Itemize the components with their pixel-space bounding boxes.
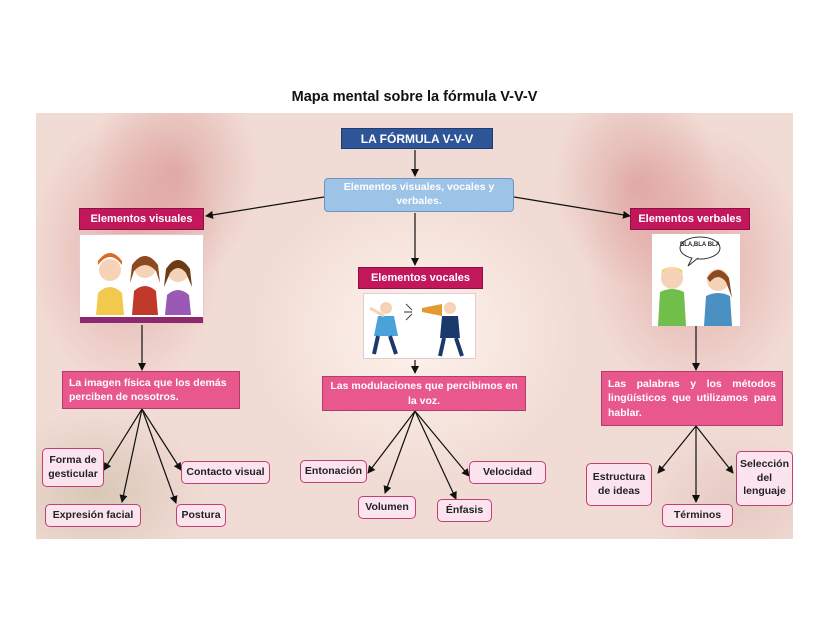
arrow-vocal-velocidad xyxy=(414,410,470,477)
verbal-item-seleccion-del-lenguaje: Selección del lenguaje xyxy=(736,451,793,506)
vocal-item-velocidad: Velocidad xyxy=(469,461,546,484)
megaphone-shouting-icon xyxy=(364,294,475,358)
vocal-illustration xyxy=(363,293,476,359)
summary-node: Elementos visuales, vocales y verbales. xyxy=(324,178,514,212)
visual-title-node: Elementos visuales xyxy=(79,208,204,230)
arrow-visual-contacto xyxy=(141,408,182,471)
arrow-verbal-estructura xyxy=(657,425,697,474)
vocal-item-volumen: Volumen xyxy=(358,496,416,519)
arrow-visual-postura xyxy=(141,408,178,504)
arrow-vocal-volumen xyxy=(383,410,416,494)
verbal-illustration: BLA,BLA BLA xyxy=(652,234,740,326)
verbal-description-node: Las palabras y los métodos lingüísticos … xyxy=(601,371,783,426)
arrow-vocal-entonacion xyxy=(367,410,416,474)
gesturing-people-icon xyxy=(80,235,203,323)
page-title: Mapa mental sobre la fórmula V-V-V xyxy=(291,89,538,105)
visual-item-forma-de-gesticular: Forma de gesticular xyxy=(42,448,104,487)
visual-item-contacto-visual: Contacto visual xyxy=(181,461,270,484)
arrow-vocal-enfasis xyxy=(414,410,457,500)
vocal-item-entonacion: Entonación xyxy=(300,460,367,483)
talking-people-icon: BLA,BLA BLA xyxy=(652,234,740,326)
mind-map: LA FÓRMULA V-V-V Elementos visuales, voc… xyxy=(36,113,793,539)
verbal-title-node: Elementos verbales xyxy=(630,208,750,230)
visual-illustration xyxy=(79,234,204,324)
vocal-description-node: Las modulaciones que percibimos en la vo… xyxy=(322,376,526,411)
verbal-item-terminos: Términos xyxy=(662,504,733,527)
visual-item-expresion-facial: Expresión facial xyxy=(45,504,141,527)
connector-lines xyxy=(103,150,734,504)
arrow-verbal-seleccion xyxy=(695,425,734,474)
root-node: LA FÓRMULA V-V-V xyxy=(341,128,493,149)
vocal-item-enfasis: Énfasis xyxy=(437,499,492,522)
visual-description-node: La imagen física que los demás perciben … xyxy=(62,371,240,409)
vocal-title-node: Elementos vocales xyxy=(358,267,483,289)
arrow-summary-to-verbal xyxy=(513,196,631,219)
visual-item-postura: Postura xyxy=(176,504,226,527)
arrow-visual-forma xyxy=(103,408,143,471)
arrow-summary-to-visual xyxy=(205,196,325,219)
speech-bubble-label: BLA,BLA BLA xyxy=(680,242,721,248)
arrow-visual-expresion xyxy=(119,408,143,503)
verbal-item-estructura-de-ideas: Estructura de ideas xyxy=(586,463,652,506)
